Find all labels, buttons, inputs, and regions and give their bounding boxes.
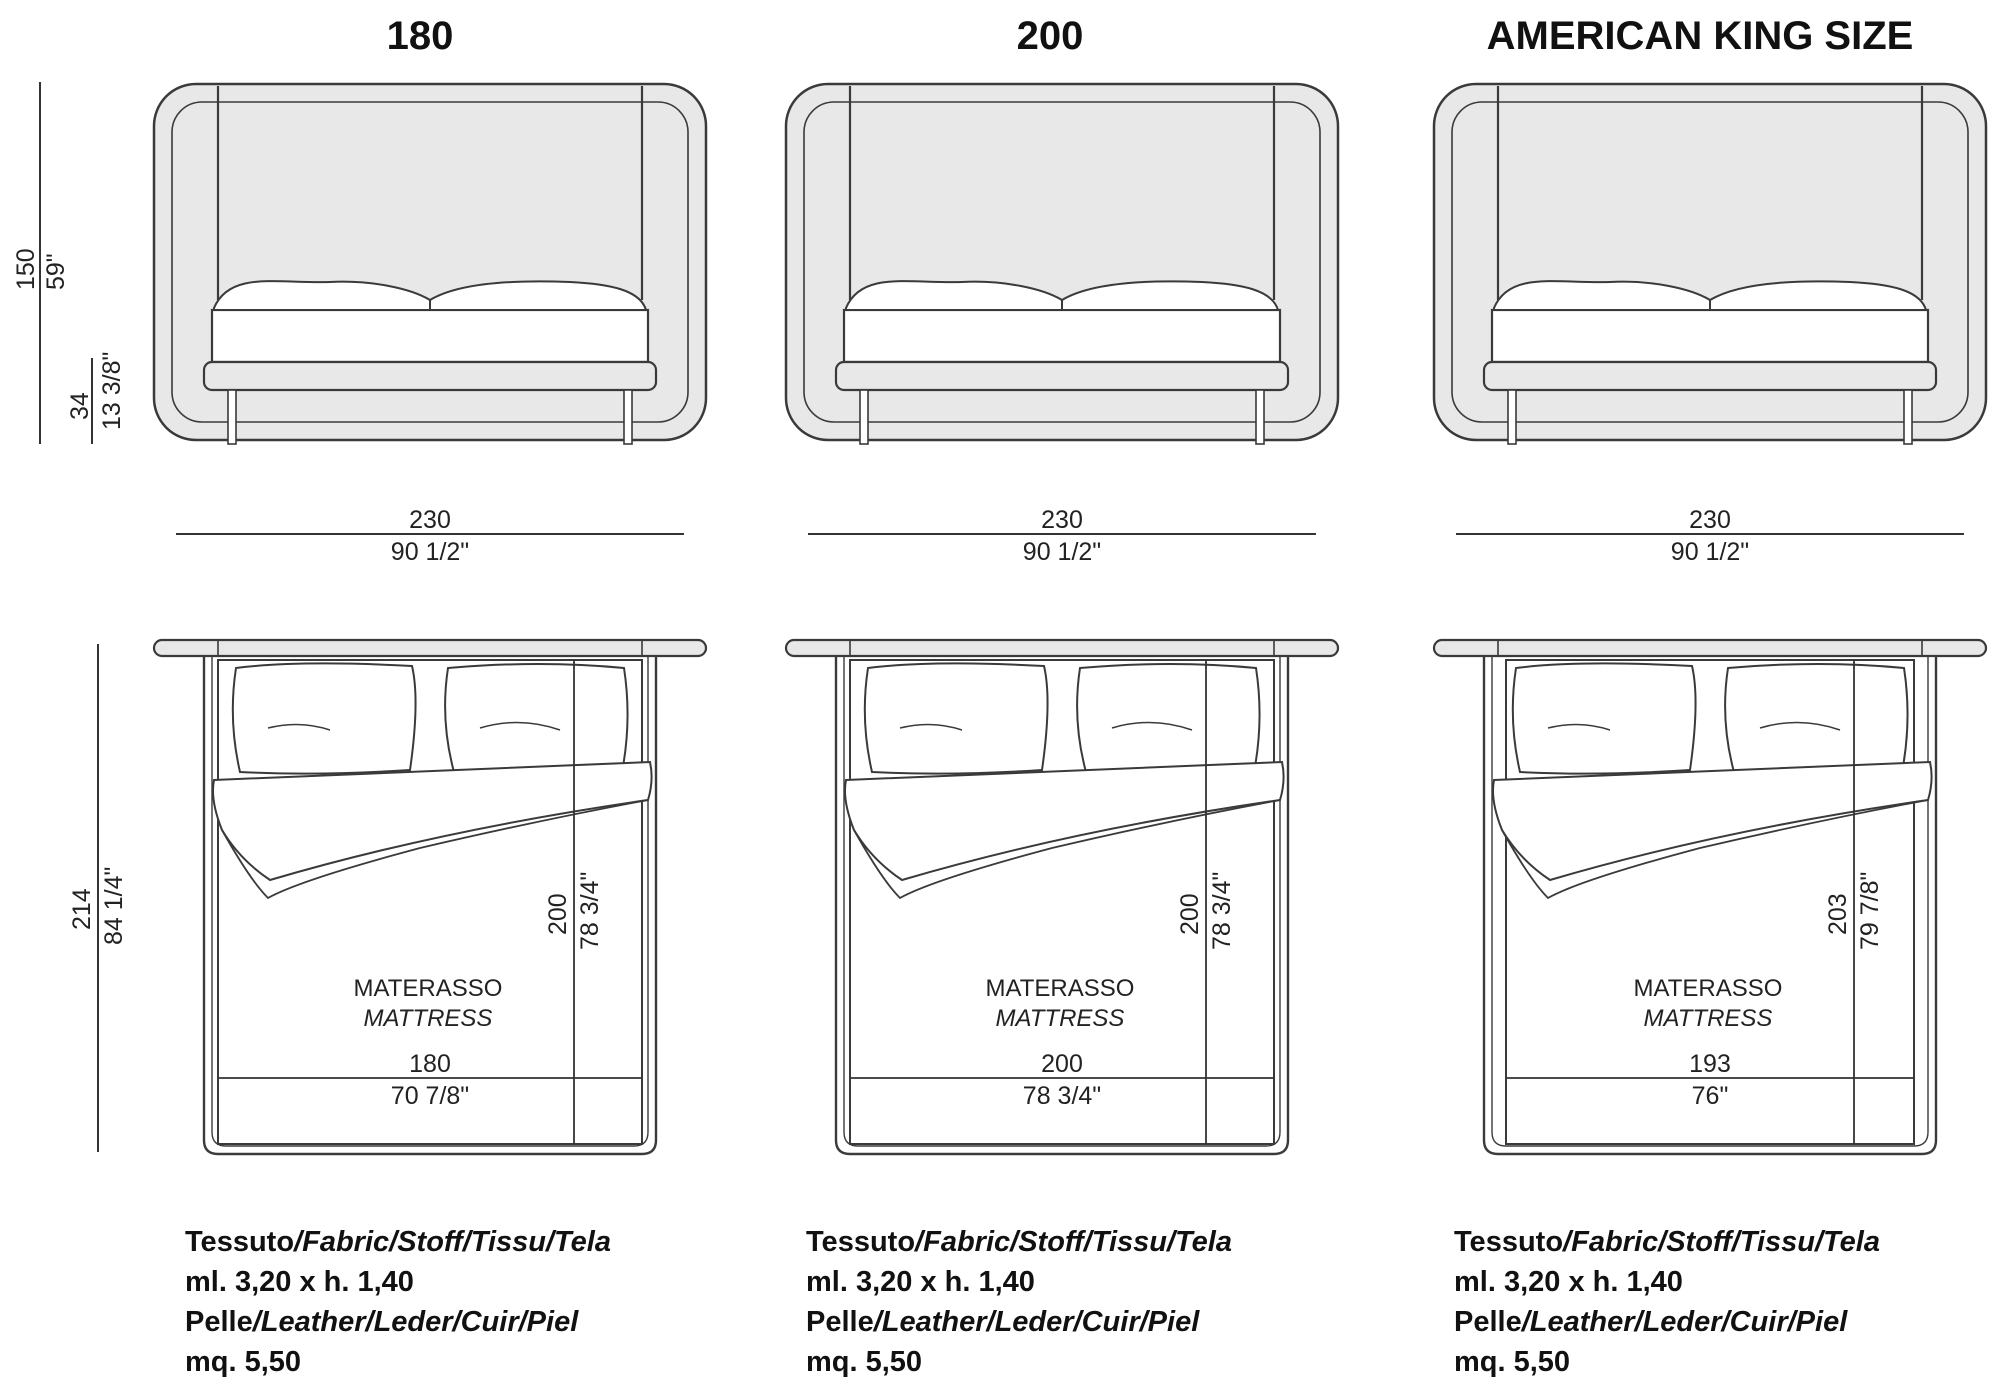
- mattress-label-en: MATTRESS: [996, 1005, 1125, 1032]
- front-base-frame: [834, 360, 1290, 392]
- plan-pillow-right: [1076, 663, 1261, 776]
- mattress-label: MATERASSO: [1634, 975, 1783, 1002]
- width-in: 90 1/2": [1671, 538, 1749, 566]
- mattress-width-cm: 193: [1689, 1050, 1731, 1078]
- headboard-inner: [171, 101, 689, 423]
- plan-duvet-fold: [212, 760, 653, 882]
- plan-duvet-fold: [844, 760, 1285, 882]
- leg-right: [1903, 389, 1913, 445]
- mattress-length-cm: 200: [1176, 893, 1204, 935]
- front-view: [152, 82, 708, 445]
- mattress-label-en: MATTRESS: [1644, 1005, 1773, 1032]
- fabric-amount: ml. 3,20 x h. 1,40: [185, 1266, 414, 1298]
- front-pillow-left: [845, 280, 1063, 311]
- leather-line: Pelle/Leather/Leder/Cuir/Piel: [1454, 1306, 1848, 1338]
- front-mattress: [842, 308, 1282, 364]
- fabric-line: Tessuto/Fabric/Stoff/Tissu/Tela: [806, 1226, 1232, 1258]
- variant-title-king: AMERICAN KING SIZE: [1486, 14, 1914, 58]
- plan-pillow-left: [1511, 662, 1697, 775]
- width-in: 90 1/2": [391, 538, 469, 566]
- leather-amount: mq. 5,50: [806, 1346, 923, 1378]
- plan-length-cm: 214: [68, 888, 96, 930]
- mattress-length-in: 78 3/4": [576, 872, 604, 950]
- plan-length-dimension: 214 84 1/4": [68, 644, 128, 1152]
- mattress-label: MATERASSO: [986, 975, 1135, 1002]
- mattress-width-in: 70 7/8": [391, 1082, 469, 1110]
- plan-pillow-right: [444, 663, 629, 776]
- front-mattress: [1490, 308, 1930, 364]
- fabric-amount: ml. 3,20 x h. 1,40: [806, 1266, 1035, 1298]
- plan-frame-outer: [202, 656, 658, 1156]
- plan-pillow-left: [231, 662, 417, 775]
- mattress-length-in: 79 7/8": [1856, 872, 1884, 950]
- plan-duvet-fold: [1492, 760, 1933, 882]
- mattress-length-in: 78 3/4": [1208, 872, 1236, 950]
- plan-pillow-left: [863, 662, 1049, 775]
- frame-height-cm: 34: [66, 392, 94, 420]
- mattress-width-in: 78 3/4": [1023, 1082, 1101, 1110]
- plan-headboard: [784, 638, 1340, 658]
- material-info-180: Tessuto/Fabric/Stoff/Tissu/Tela ml. 3,20…: [185, 1222, 611, 1382]
- material-info-king: Tessuto/Fabric/Stoff/Tissu/Tela ml. 3,20…: [1454, 1222, 1880, 1382]
- variant-title-180: 180: [386, 14, 454, 58]
- plan-length-in: 84 1/4": [100, 867, 128, 945]
- front-pillow-right: [429, 280, 648, 311]
- front-height-dimension: 150 59" 34 13 3/8": [12, 82, 126, 444]
- front-mattress: [210, 308, 650, 364]
- leg-right: [1255, 389, 1265, 445]
- plan-headboard: [152, 638, 708, 658]
- mattress-width-cm: 180: [409, 1050, 451, 1078]
- leather-amount: mq. 5,50: [1454, 1346, 1571, 1378]
- front-view: [1432, 82, 1988, 445]
- mattress-width-in: 76": [1692, 1082, 1729, 1110]
- mattress-length-cm: 203: [1824, 893, 1852, 935]
- plan-frame-outer: [834, 656, 1290, 1156]
- leg-left: [227, 389, 237, 445]
- front-height-cm: 150: [12, 248, 40, 290]
- leather-line: Pelle/Leather/Leder/Cuir/Piel: [185, 1306, 579, 1338]
- headboard-inner: [803, 101, 1321, 423]
- leather-amount: mq. 5,50: [185, 1346, 302, 1378]
- plan-pillow-right: [1724, 663, 1909, 776]
- front-base-frame: [202, 360, 658, 392]
- variant-title-200: 200: [1016, 14, 1084, 58]
- width-cm: 230: [1041, 506, 1083, 534]
- leather-line: Pelle/Leather/Leder/Cuir/Piel: [806, 1306, 1200, 1338]
- width-cm: 230: [409, 506, 451, 534]
- leg-left: [859, 389, 869, 445]
- leg-left: [1507, 389, 1517, 445]
- frame-height-in: 13 3/8": [98, 352, 126, 430]
- fabric-amount: ml. 3,20 x h. 1,40: [1454, 1266, 1683, 1298]
- front-base-frame: [1482, 360, 1938, 392]
- fabric-line: Tessuto/Fabric/Stoff/Tissu/Tela: [1454, 1226, 1880, 1258]
- material-info-200: Tessuto/Fabric/Stoff/Tissu/Tela ml. 3,20…: [806, 1222, 1232, 1382]
- mattress-length-cm: 200: [544, 893, 572, 935]
- width-cm: 230: [1689, 506, 1731, 534]
- front-pillow-left: [1493, 280, 1711, 311]
- front-pillow-right: [1061, 280, 1280, 311]
- leg-right: [623, 389, 633, 445]
- front-height-in: 59": [42, 253, 70, 290]
- mattress-width-cm: 200: [1041, 1050, 1083, 1078]
- mattress-label-en: MATTRESS: [364, 1005, 493, 1032]
- mattress-label: MATERASSO: [354, 975, 503, 1002]
- front-pillow-left: [213, 280, 431, 311]
- front-pillow-right: [1709, 280, 1928, 311]
- plan-frame-outer: [1482, 656, 1938, 1156]
- front-view: [784, 82, 1340, 445]
- fabric-line: Tessuto/Fabric/Stoff/Tissu/Tela: [185, 1226, 611, 1258]
- width-in: 90 1/2": [1023, 538, 1101, 566]
- headboard-inner: [1451, 101, 1969, 423]
- plan-headboard: [1432, 638, 1988, 658]
